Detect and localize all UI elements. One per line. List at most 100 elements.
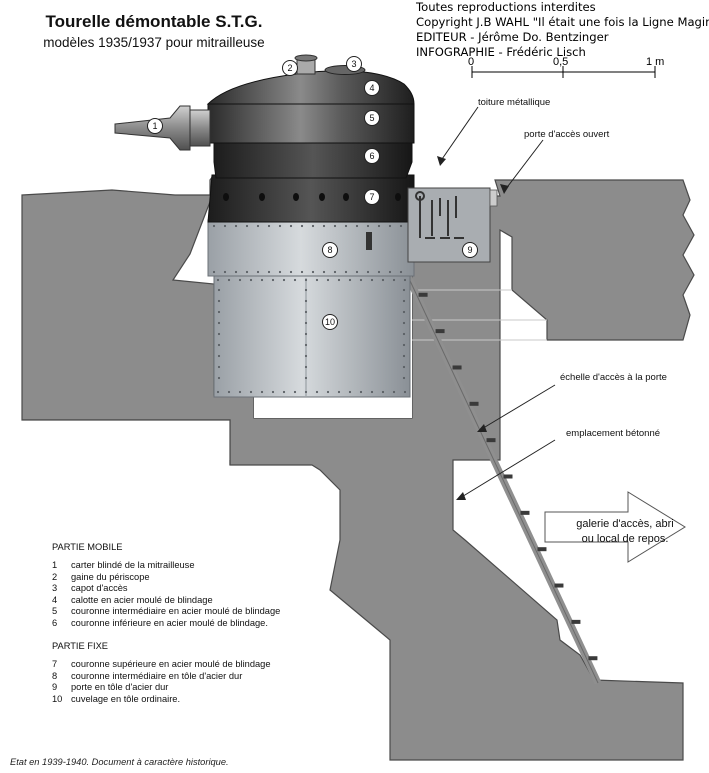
legend-mobile-title: PARTIE MOBILE (52, 542, 123, 552)
rivet (278, 270, 282, 274)
rivet (392, 390, 396, 394)
rivet (377, 270, 381, 274)
rivet (256, 270, 260, 274)
rivet (322, 224, 326, 228)
rivet (304, 332, 308, 336)
intermediate-ring (207, 219, 415, 277)
legend-item-text: couronne inférieure en acier moulé de bl… (71, 617, 268, 628)
rivet (403, 278, 407, 282)
credit-line: INFOGRAPHIE - Frédéric Lisch (416, 45, 586, 59)
scale-tick-half: 0,5 (553, 56, 569, 68)
gallery-line: ou local de repos. (581, 533, 669, 545)
gallery-arrow (544, 491, 686, 563)
page-subtitle: modèles 1935/1937 pour mitrailleuse (43, 35, 265, 50)
lower-casing (213, 274, 411, 398)
rivet (217, 288, 221, 292)
rivet (267, 224, 271, 228)
ladder-rung (571, 619, 581, 624)
legend-item-number: 5 (52, 606, 58, 617)
rivet (217, 310, 221, 314)
rivet (278, 224, 282, 228)
leader-lines (439, 106, 556, 499)
rivet (260, 390, 264, 394)
vent-hole (259, 193, 265, 201)
rivet (217, 332, 221, 336)
legend-item-number: 6 (52, 617, 58, 628)
callout-concrete: emplacement bétonné (566, 428, 661, 439)
rivet (227, 390, 231, 394)
rivet (403, 390, 407, 394)
rivet (212, 224, 216, 228)
rivet (388, 224, 392, 228)
rivet (249, 278, 253, 282)
tools-icon (415, 191, 464, 239)
rivet (217, 321, 221, 325)
marker-7: 7 (364, 189, 380, 205)
rivet (267, 270, 271, 274)
marker-9: 9 (462, 242, 478, 258)
rivet (355, 224, 359, 228)
rivet (304, 288, 308, 292)
rivet (304, 343, 308, 347)
rivet (304, 376, 308, 380)
page-title: Tourelle démontable S.T.G. (45, 12, 263, 31)
rivet (300, 270, 304, 274)
gallery-label: galerie d'accès, abri ou local de repos. (555, 517, 695, 547)
rivet (234, 270, 238, 274)
marker-label: 1 (152, 121, 157, 131)
rivet (304, 365, 308, 369)
rivet (333, 270, 337, 274)
legend-item: 5 couronne intermédiaire en acier moulé d… (52, 606, 280, 618)
marker-1: 1 (147, 118, 163, 134)
rivet (293, 278, 297, 282)
rivet (326, 278, 330, 282)
callout-door: porte d'accès ouvert (524, 129, 610, 140)
rivet (326, 390, 330, 394)
rivet (256, 224, 260, 228)
rivet (212, 270, 216, 274)
rivet (289, 224, 293, 228)
marker-label: 8 (327, 245, 332, 255)
marker-3: 3 (346, 56, 362, 72)
rivet (217, 343, 221, 347)
rivet (282, 278, 286, 282)
legend-item-number: 2 (52, 571, 58, 582)
credit-line: EDITEUR - Jérôme Do. Bentzinger (416, 30, 609, 44)
rivet (381, 278, 385, 282)
rivet (271, 390, 275, 394)
rivet (402, 343, 406, 347)
marker-label: 2 (287, 63, 292, 73)
rivet (402, 310, 406, 314)
marker-4: 4 (364, 80, 380, 96)
scale-tick-0: 0 (468, 56, 475, 68)
legend-item-text: cuvelage en tôle ordinaire. (71, 693, 181, 704)
legend-item-text: carter blindé de la mitrailleuse (71, 560, 195, 570)
rivet (238, 390, 242, 394)
legend-item-number: 3 (52, 583, 58, 594)
legend-item-text: couronne intermédiaire en acier moulé de… (71, 606, 281, 617)
rivet (227, 278, 231, 282)
rivet (399, 270, 403, 274)
rivet (293, 390, 297, 394)
armored-dome (206, 70, 415, 105)
rivet (337, 390, 341, 394)
rivet (245, 224, 249, 228)
rivet (249, 390, 253, 394)
vent-hole (319, 193, 325, 201)
rivet (366, 270, 370, 274)
legend-item-number: 9 (52, 682, 58, 693)
rivet (271, 278, 275, 282)
rivet (217, 365, 221, 369)
rivet (402, 299, 406, 303)
ladder-rung (469, 401, 479, 406)
rivet (348, 390, 352, 394)
